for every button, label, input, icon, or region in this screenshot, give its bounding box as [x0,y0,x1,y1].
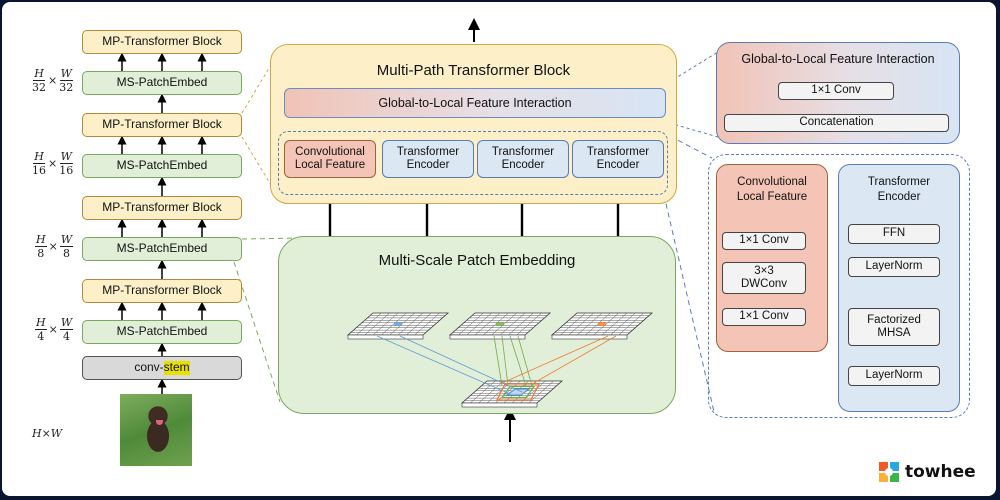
detail-paths-dashed-group [708,154,970,418]
projection-line [509,335,527,387]
detail-conv-title-1: Convolutional [737,176,807,188]
path-label-line-1: Transformer [396,145,460,158]
path-label-line-1: Transformer [586,145,650,158]
projection-line [493,335,503,387]
detail-interaction-title: Global-to-Local Feature Interaction [741,52,935,66]
conv-stem-block: conv-stem [82,356,242,380]
patch-grid-scale-1 [346,312,450,340]
projection-line [376,335,511,395]
paths-dashed-group [278,131,668,195]
mp-transformer-block: MP-Transformer Block [82,196,242,220]
zoom-line-ms [233,261,281,403]
projection-line [499,335,609,385]
input-image [120,394,192,466]
mp-transformer-block: MP-Transformer Block [82,30,242,54]
dwconv-label: DWConv [740,278,787,290]
puppy-tongue-icon [156,420,163,425]
patch-grid-scale-2 [448,312,552,340]
input-resolution-label: H×W [32,427,63,440]
projection-line [531,335,617,385]
detail-conv-1x1-top: 1×1 Conv [722,232,806,250]
path-label-line-2: Encoder [596,159,640,171]
dwconv-size: 3×3 [754,264,774,277]
ms-patchembed-block: MS-PatchEmbed [82,237,242,261]
zoom-line-paths [663,194,715,413]
path-label-line-1: Transformer [491,145,555,158]
mhsa-line-2: MHSA [877,327,911,339]
projection-line [517,335,533,387]
ms-patchembed-block: MS-PatchEmbed [82,71,242,95]
detail-trans-title-1: Transformer [867,176,931,188]
detail-layernorm-bottom: LayerNorm [848,366,940,386]
ms-block-title: Multi-Scale Patch Embedding [378,252,576,269]
detail-factorized-mhsa: Factorized MHSA [848,308,940,346]
path-label-line-2: Local Feature [294,159,366,171]
path-label-line-1: Convolutional [295,145,365,158]
zoom-line-ms [241,237,303,240]
detail-1x1-conv: 1×1 Conv [778,82,894,100]
towhee-logo-text: towhee [905,462,976,482]
detail-dwconv: 3×3 DWConv [722,262,806,294]
projection-line [501,335,509,387]
detail-ffn: FFN [848,224,940,244]
detail-conv-title-2: Local Feature [736,190,808,203]
mp-block-title: Multi-Path Transformer Block [376,62,571,79]
kernel-region [495,383,541,401]
detail-trans-title-2: Encoder [877,190,921,203]
projection-line [399,335,523,393]
mhsa-line-1: Factorized [867,313,921,326]
global-to-local-interaction-bar: Global-to-Local Feature Interaction [284,88,666,118]
path-label-line-2: Encoder [501,159,545,171]
conv-stem-prefix: conv- [134,360,164,375]
kernel-region [500,385,536,399]
mp-transformer-block: MP-Transformer Block [82,113,242,137]
detail-layernorm-top: LayerNorm [848,257,940,277]
ms-patchembed-block: MS-PatchEmbed [82,320,242,344]
ms-patchembed-block: MS-PatchEmbed [82,154,242,178]
towhee-logo: towhee [879,462,976,482]
patch-grid-scale-3 [550,312,654,340]
detail-conv-1x1-bottom: 1×1 Conv [722,308,806,326]
kernel-region [505,388,531,396]
detail-concatenation: Concatenation [724,114,949,132]
mp-transformer-block: MP-Transformer Block [82,279,242,303]
conv-stem-highlight: stem [163,360,190,375]
towhee-bird-icon [879,462,899,482]
path-label-line-2: Encoder [406,159,450,171]
